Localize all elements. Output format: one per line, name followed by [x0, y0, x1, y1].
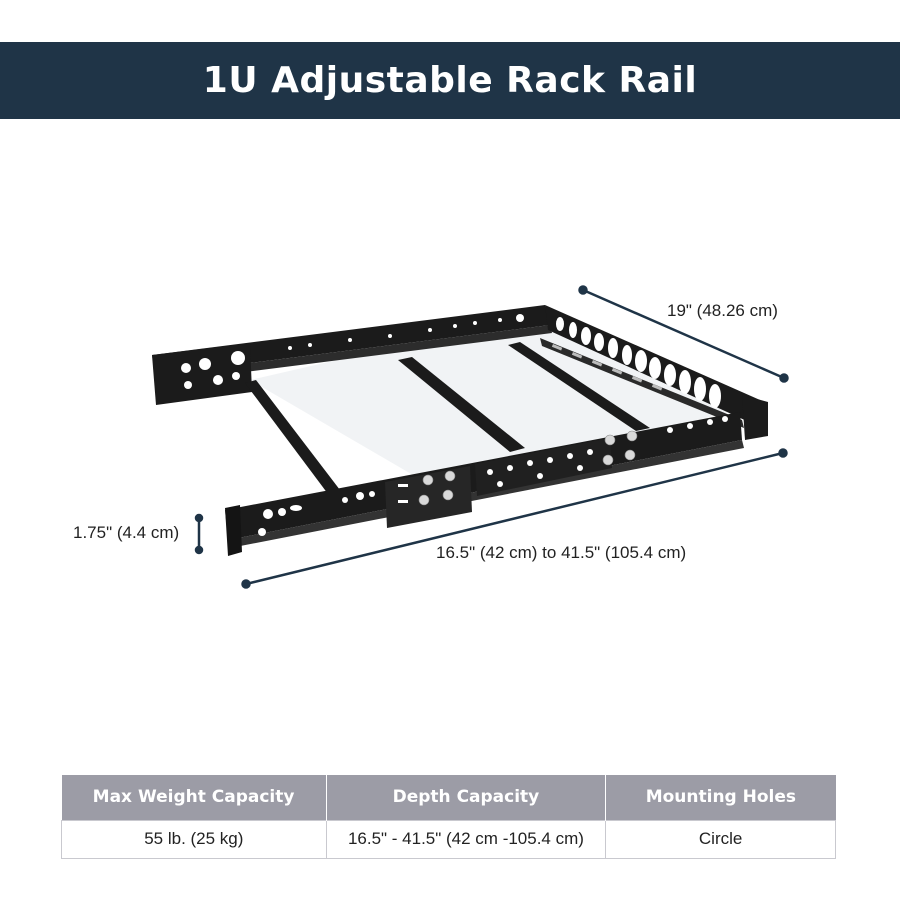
header-mounting-holes: Mounting Holes [605, 775, 836, 820]
value-depth-capacity: 16.5" - 41.5" (42 cm -105.4 cm) [325, 819, 607, 859]
specs-table: Max Weight Capacity Depth Capacity Mount… [61, 775, 836, 859]
front-rail-bracket-left [225, 505, 242, 556]
header-max-weight: Max Weight Capacity [61, 775, 327, 820]
cross-bar [508, 342, 650, 431]
header-depth-capacity: Depth Capacity [326, 775, 607, 820]
sliding-plate [385, 466, 472, 528]
front-rail-bracket-right [742, 395, 768, 440]
cross-bar [398, 357, 525, 452]
value-max-weight: 55 lb. (25 kg) [61, 819, 327, 859]
product-figure: 19" (48.26 cm) 1.75" (4.4 cm) 16.5" (42 … [0, 120, 900, 760]
height-dimension-line [194, 513, 204, 555]
depth-label: 16.5" (42 cm) to 41.5" (105.4 cm) [436, 543, 687, 562]
specs-header-row: Max Weight Capacity Depth Capacity Mount… [61, 775, 836, 820]
back-rail-bracket [152, 343, 252, 405]
value-mounting-holes: Circle [605, 819, 836, 859]
depth-dimension-line [241, 448, 788, 589]
rack-rail-illustration [152, 285, 789, 589]
page-title: 1U Adjustable Rack Rail [202, 60, 698, 101]
width-label: 19" (48.26 cm) [667, 301, 778, 320]
cross-bar [245, 380, 340, 494]
width-dimension-line [578, 285, 789, 383]
height-label: 1.75" (4.4 cm) [73, 523, 180, 542]
specs-value-row: 55 lb. (25 kg) 16.5" - 41.5" (42 cm -105… [61, 819, 836, 859]
title-bar: 1U Adjustable Rack Rail [0, 42, 900, 119]
